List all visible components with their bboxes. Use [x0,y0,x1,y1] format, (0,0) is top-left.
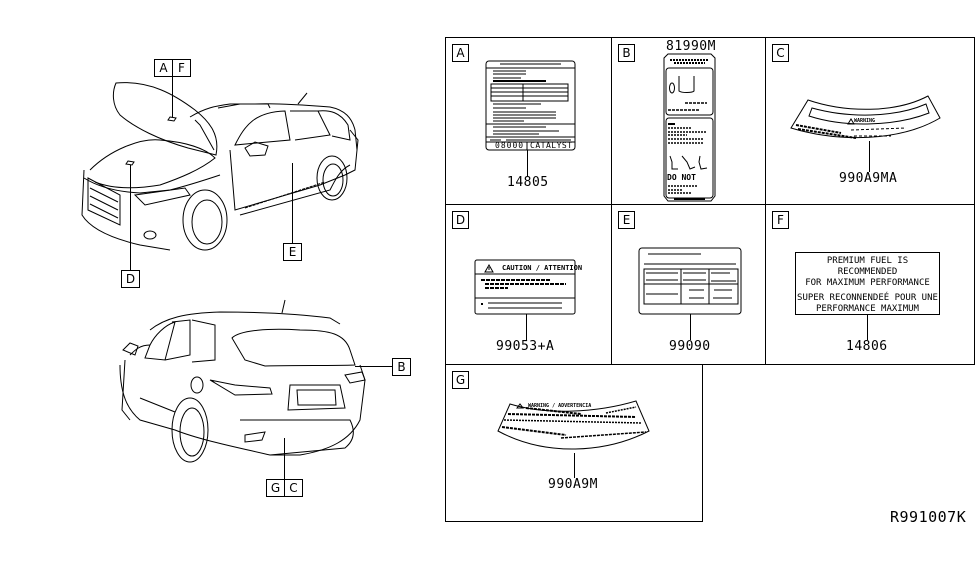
part-cell-e[interactable]: E 99090 [611,204,766,365]
part-number-a: 14805 [507,175,549,190]
callout-letter-d: D [125,272,136,286]
leader-e [292,163,293,243]
leader-d [130,165,131,270]
leader-part-c [869,141,870,172]
label-illustration-g [497,400,650,450]
callout-b[interactable]: B [392,358,411,376]
cell-letter-d: D [452,211,469,229]
label-illustration-a [485,60,576,151]
cell-letter-c: C [772,44,789,62]
leader-part-f [867,315,868,340]
callout-af[interactable]: A F [154,59,191,77]
label-g-warning: WARNING / ADVERTENCIA [528,403,592,409]
part-number-c: 990A9MA [839,171,898,186]
label-f-line-2: RECOMMENDED [837,267,898,277]
callout-letter-g: G [270,481,281,495]
callout-letter-f: F [172,60,190,76]
cell-letter-b: B [618,44,635,62]
label-a-catalyst: CATALYST [530,141,573,150]
leader-af [172,77,173,117]
part-number-e: 99090 [669,339,711,354]
part-number-d: 99053+A [496,339,555,354]
part-number-f: 14806 [846,339,888,354]
cell-letter-e: E [618,211,635,229]
part-cell-f[interactable]: F PREMIUM FUEL IS RECOMMENDED FOR MAXIMU… [765,204,975,365]
label-b-do-not: DO NOT [667,173,696,182]
leader-part-g [574,453,575,478]
label-illustration-e [638,247,742,315]
callout-letter-b: B [397,360,406,374]
label-illustration-c [790,95,941,139]
callout-letter-e: E [288,245,297,259]
part-cell-g[interactable]: G WARNING / ADVERTENCIA 990A9M [445,364,703,522]
part-cell-b[interactable]: B 81990M DO NOT [611,37,766,205]
callout-gc[interactable]: G C [266,479,303,497]
callout-d[interactable]: D [121,270,140,288]
leader-part-e [690,314,691,340]
leader-part-a [527,150,528,176]
part-cell-c[interactable]: C WARNING 990A9MA [765,37,975,205]
label-f-line-3: FOR MAXIMUM PERFORMANCE [805,278,930,288]
label-c-warning: WARNING [854,118,876,124]
label-f-line-1: PREMIUM FUEL IS [826,256,909,266]
part-cell-a[interactable]: A 08000 CATALYST 14805 [445,37,612,205]
label-d-caution: CAUTION / ATTENTION [502,264,583,272]
callout-letter-a: A [159,61,168,75]
label-f-premium-fuel: PREMIUM FUEL IS RECOMMENDED FOR MAXIMUM … [795,252,940,315]
callout-e[interactable]: E [283,243,302,261]
label-a-code: 08000 [495,141,525,150]
label-f-line-5: PERFORMANCE MAXIMUM [816,304,919,314]
leader-b [355,366,392,367]
part-cell-d[interactable]: D CAUTION / ATTENTION 99053+A [445,204,612,365]
cell-letter-f: F [772,211,789,229]
label-f-line-4: SUPER RECONNENDEÉ POUR UNE [797,293,938,303]
leader-part-d [526,314,527,340]
cell-letter-a: A [452,44,469,62]
callout-letter-c: C [284,480,302,496]
part-number-b: 81990M [666,39,716,54]
label-illustration-b [663,53,716,202]
diagram-reference-code: R991007K [890,508,967,526]
part-number-g: 990A9M [548,477,598,492]
label-illustration-d [474,259,576,315]
leader-gc [284,438,285,479]
cell-letter-g: G [452,371,469,389]
